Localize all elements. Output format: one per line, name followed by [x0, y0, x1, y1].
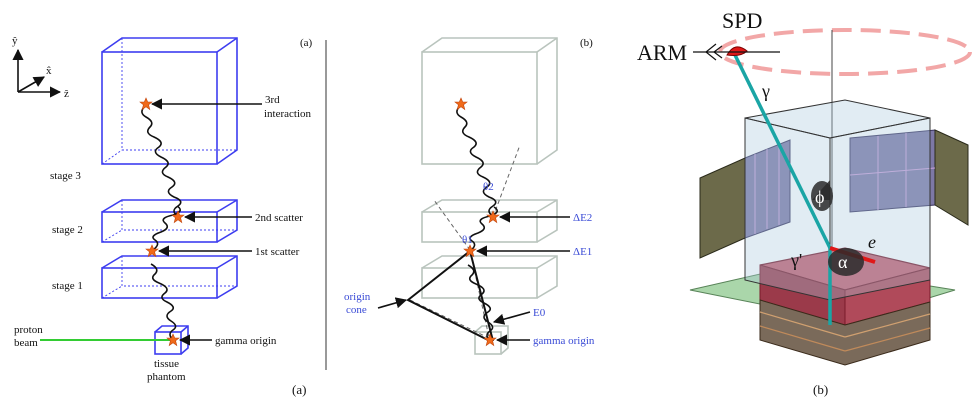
theta1-label: θ1	[462, 234, 473, 246]
right-detector-panel	[849, 129, 969, 226]
detector-figure: SPD ARM γ γ' ϕ α e	[637, 8, 972, 366]
gamma-prime-label: γ'	[790, 250, 802, 270]
first-scatter-label: 1st scatter	[255, 246, 300, 258]
gamma-origin-star-b	[483, 333, 497, 346]
electron-label: e	[868, 232, 876, 252]
arm-arrow-icon	[693, 43, 780, 61]
deltaE1-label: ΔE1	[573, 246, 592, 258]
stage3-box	[101, 37, 238, 165]
axis-x-label: x̂	[46, 65, 52, 77]
axis-z-label: ẑ	[64, 88, 69, 100]
stage2-box	[101, 199, 238, 243]
origin-cone	[406, 250, 494, 342]
panel-b-label: (b)	[580, 37, 593, 49]
spd-marker-icon	[726, 46, 748, 56]
photon-path	[141, 106, 182, 341]
phi-label: ϕ	[815, 187, 824, 207]
origin-cone-label-2: cone	[346, 304, 367, 316]
proton-beam-label-1: proton	[14, 324, 43, 336]
left-detector-panel	[699, 139, 791, 259]
stage1-label: stage 1	[52, 280, 83, 292]
alpha-label: α	[838, 252, 848, 272]
photon-path-b	[456, 106, 498, 342]
deltaE2-label: ΔE2	[573, 212, 592, 224]
bottom-detector-stack	[759, 299, 931, 366]
panel-a-label: (a)	[300, 37, 313, 49]
gamma-label: γ	[761, 81, 770, 101]
gamma-origin-star	[166, 333, 180, 346]
stage1-box	[101, 255, 238, 299]
gamma-origin-label-b: gamma origin	[533, 335, 595, 347]
origin-cone-arrow	[377, 297, 408, 309]
axis-y-label: ŷ	[12, 35, 18, 47]
interaction-star	[139, 97, 153, 110]
tissue-label-2: phantom	[147, 371, 186, 383]
caption-a: (a)	[292, 382, 306, 397]
spd-label: SPD	[722, 8, 762, 33]
arm-label: ARM	[637, 40, 687, 65]
stage3-label: stage 3	[50, 170, 81, 182]
panel-a: ŷ x̂ ẑ (a)	[12, 35, 313, 383]
panel-b: (b)	[344, 37, 595, 355]
scattered-gamma-ray	[733, 54, 832, 249]
tissue-label-1: tissue	[154, 358, 179, 370]
interaction-star-b	[454, 97, 468, 110]
proton-beam-label-2: beam	[14, 337, 38, 349]
third-interaction-sup: 3rd	[265, 94, 280, 106]
origin-cone-label-1: origin	[344, 291, 371, 303]
phi-marker	[811, 181, 833, 211]
arm-ellipse	[718, 28, 972, 76]
annotation-arrows-a	[150, 98, 262, 346]
gamma-origin-label-a: gamma origin	[215, 335, 277, 347]
theta2-label: θ2	[483, 181, 494, 193]
alpha-marker	[828, 248, 864, 276]
E0-label: E0	[533, 307, 546, 319]
stage2-label: stage 2	[52, 224, 83, 236]
caption-b: (b)	[813, 382, 828, 397]
annotation-arrows-b	[475, 211, 570, 346]
second-scatter-label: 2nd scatter	[255, 212, 303, 224]
third-interaction-label: interaction	[264, 108, 312, 120]
axis-triad-icon	[12, 48, 62, 98]
